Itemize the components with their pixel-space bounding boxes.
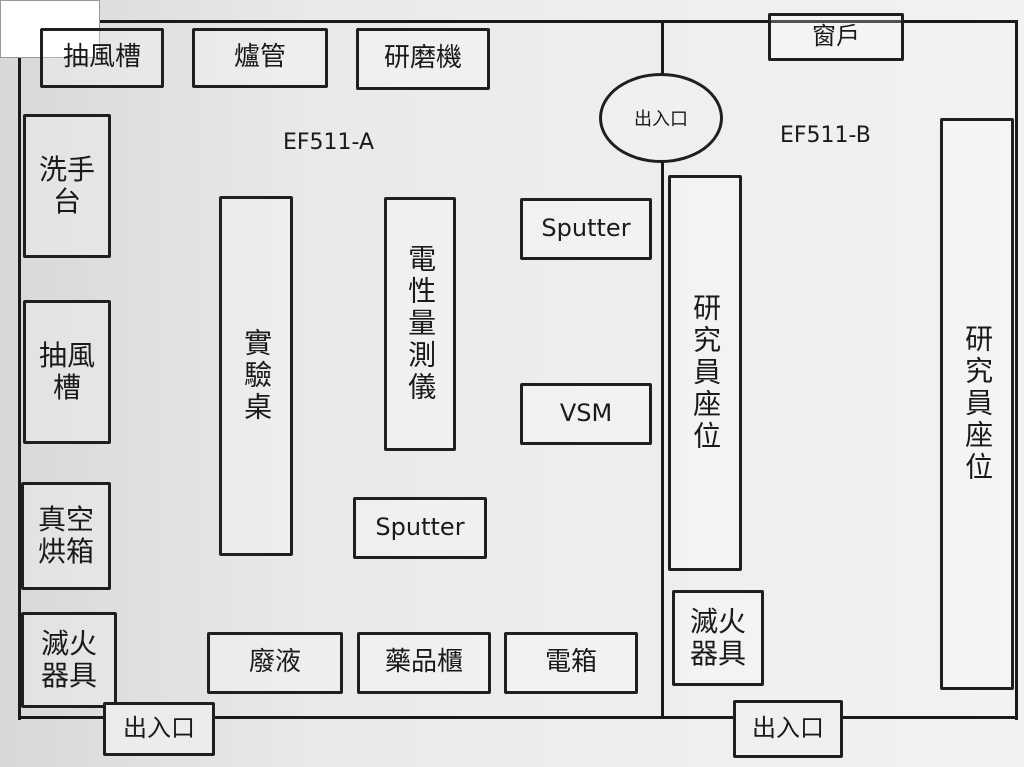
extinguisher-a: 滅火器具 [21,612,117,708]
wall-divider-upper [661,20,664,74]
furnace-tube: 爐管 [192,28,328,88]
researcher-seat-2: 研究員座位 [940,118,1014,690]
extinguisher-b: 滅火器具 [672,590,764,686]
window: 窗戶 [768,13,904,61]
sputter-top: Sputter [520,198,652,260]
wall-right [1015,20,1018,720]
fume-hood-left: 抽風槽 [23,300,111,444]
grinder: 研磨機 [356,28,490,90]
electrical-box: 電箱 [504,632,638,694]
room-label-b: EF511-B [780,123,871,148]
lab-bench: 實驗桌 [219,196,293,556]
waste-liquid: 廢液 [207,632,343,694]
wall-bottom [18,716,1018,719]
electrical-meter: 電性量測儀 [384,197,456,451]
entrance-middle: 出入口 [599,73,723,163]
entrance-a: 出入口 [103,702,215,756]
chemical-cabinet: 藥品櫃 [357,632,491,694]
room-label-a: EF511-A [283,130,375,155]
researcher-seat-1: 研究員座位 [668,175,742,571]
vacuum-oven: 真空烘箱 [21,482,111,590]
wall-top [18,20,1018,23]
wall-left [18,20,21,720]
fume-hood-top: 抽風槽 [40,28,164,88]
entrance-b: 出入口 [733,700,843,758]
sputter-bottom: Sputter [353,497,487,559]
vsm: VSM [520,383,652,445]
wall-divider-lower [661,160,664,719]
sink: 洗手台 [23,114,111,258]
